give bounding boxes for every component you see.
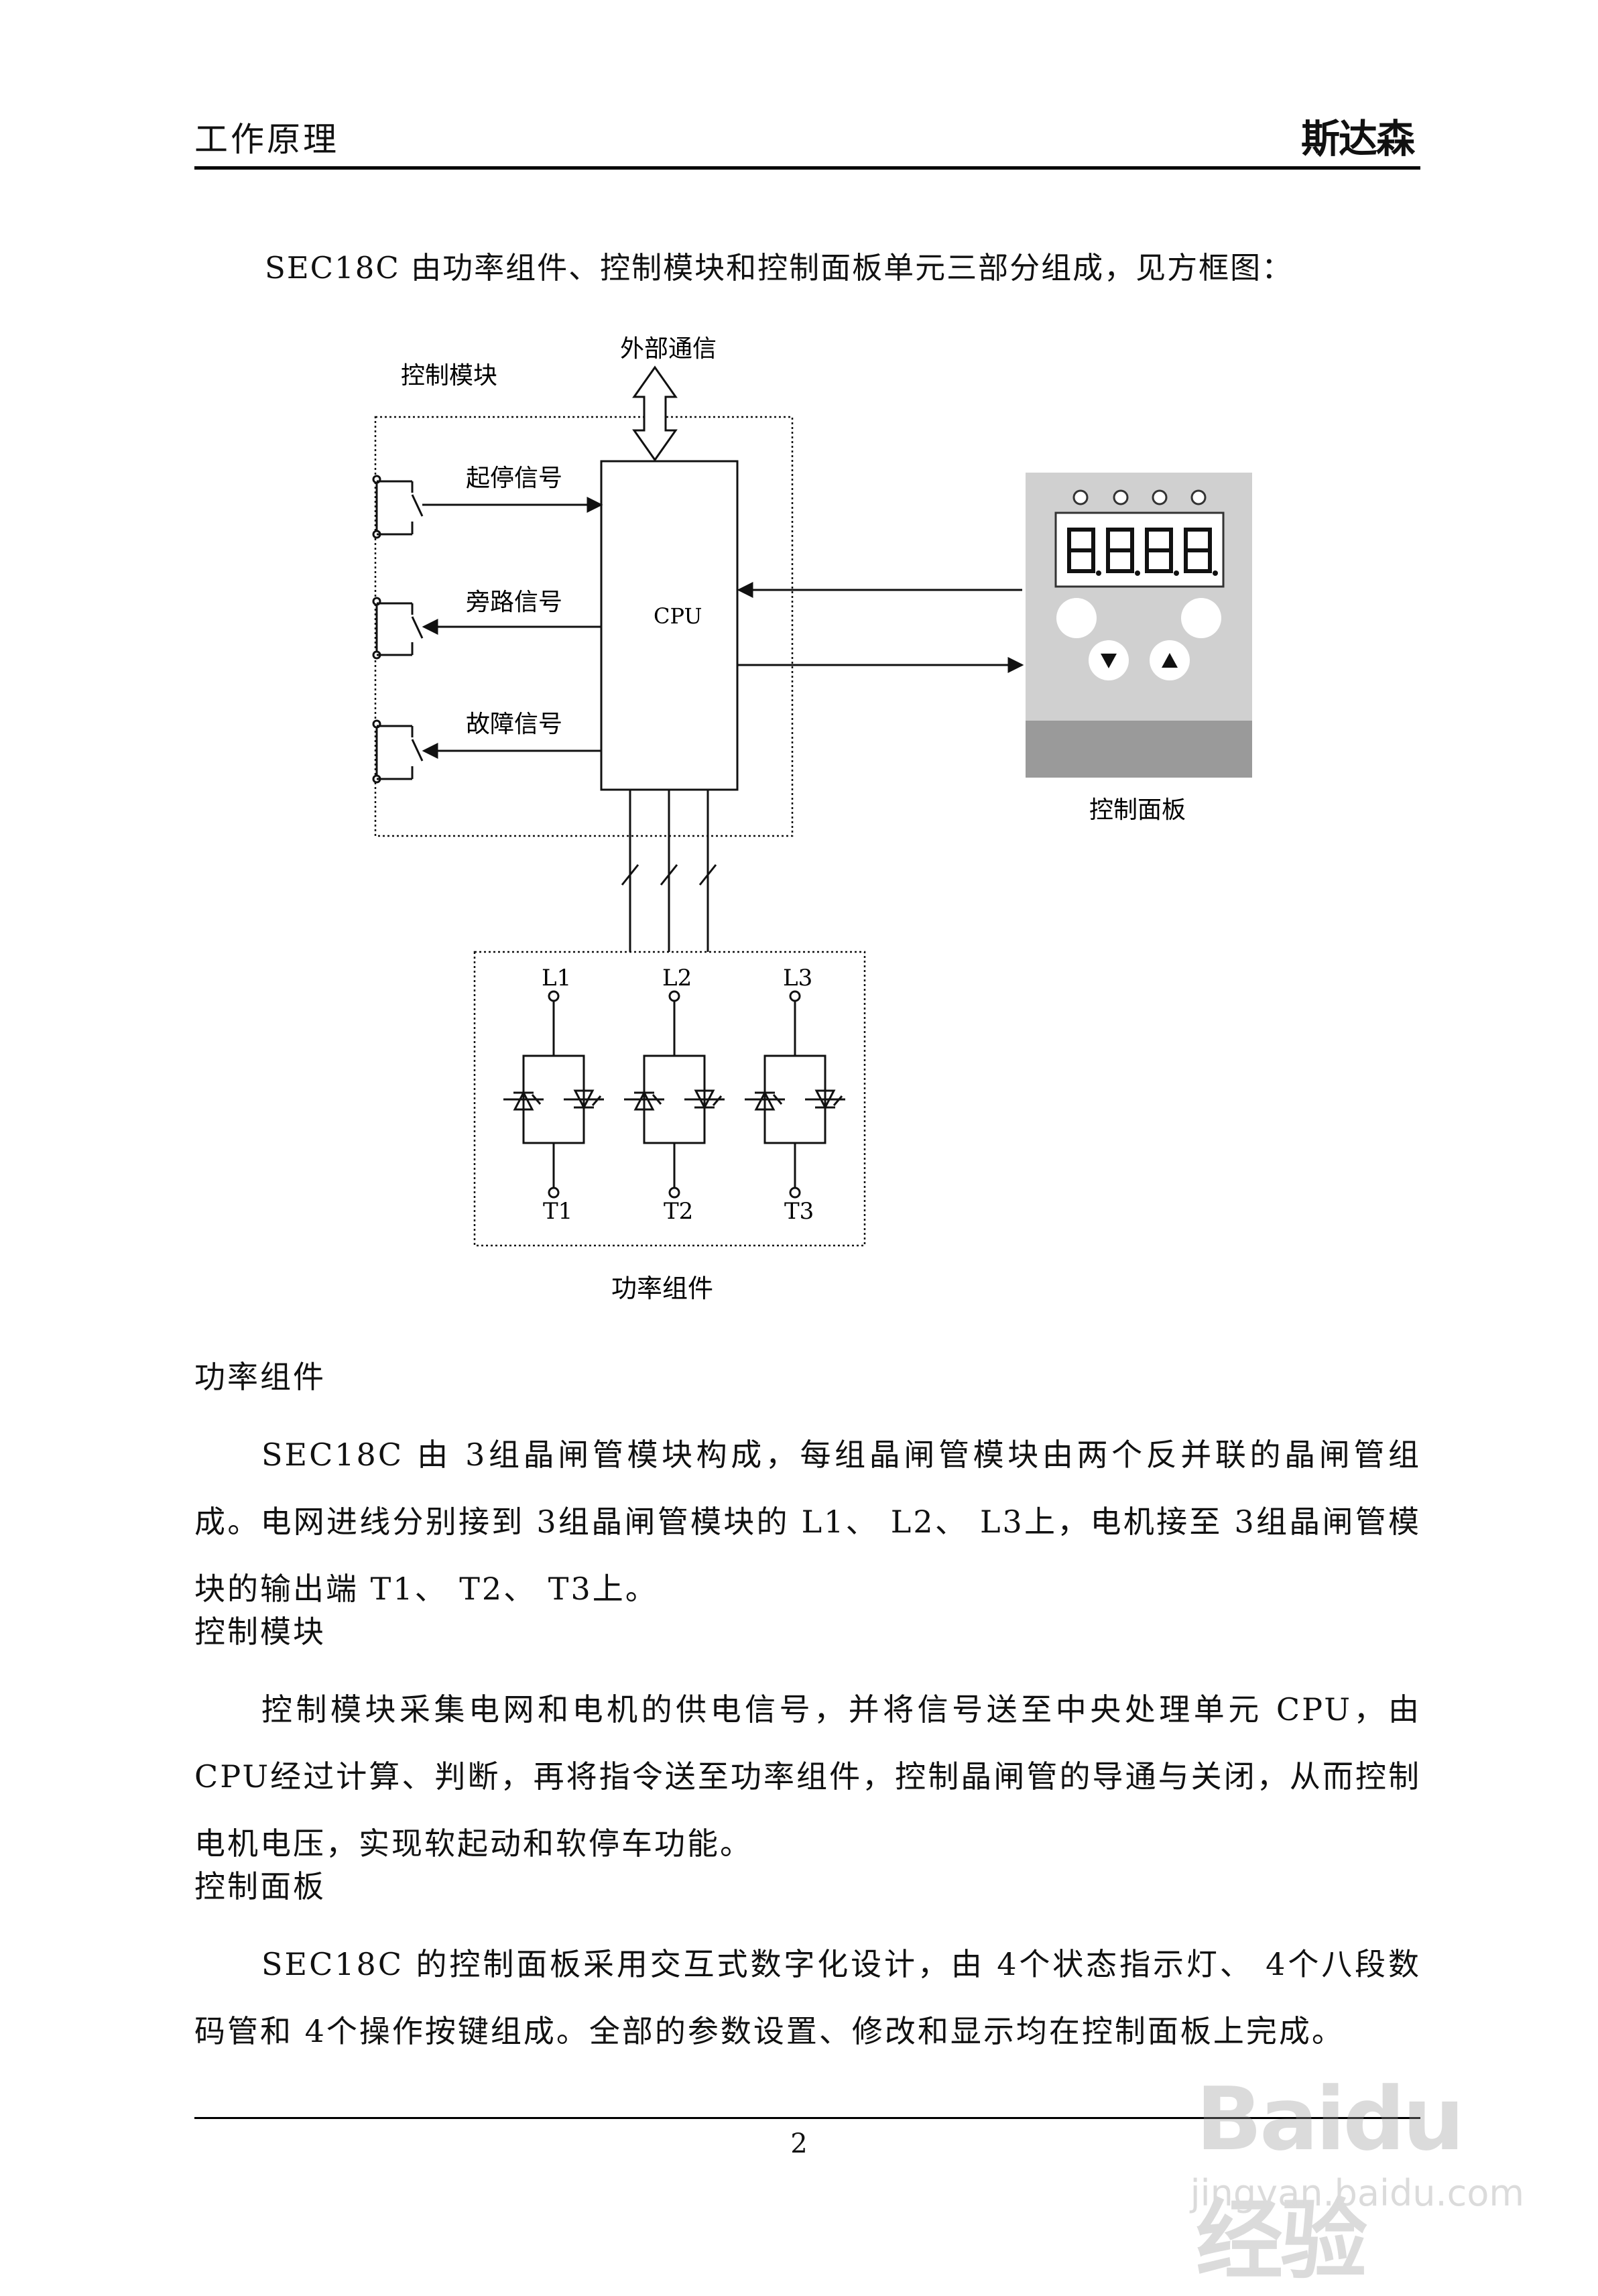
baidu-watermark: Baidu经验 jingyan.baidu.com — [1190, 2041, 1531, 2291]
section-body: SEC18C 的控制面板采用交互式数字化设计，由 4个状态指示灯、 4个八段数码… — [194, 1946, 1421, 2049]
watermark-url: jingyan.baidu.com — [1190, 2172, 1524, 2214]
brand-logo: 斯达森 — [1300, 116, 1415, 162]
section-control-panel: 控制面板 SEC18C 的控制面板采用交互式数字化设计，由 4个状态指示灯、 4… — [194, 1862, 1421, 2065]
relay-bypass — [372, 597, 424, 660]
block-diagram: 控制模块 外部通信 CPU 起停信号 旁路信号 — [372, 335, 1252, 1303]
signal-bypass: 旁路信号 — [466, 589, 562, 616]
cpu-label: CPU — [654, 603, 702, 629]
section-heading: 控制模块 — [194, 1614, 326, 1650]
status-led — [1072, 489, 1089, 505]
up-arrow-icon — [1162, 653, 1178, 668]
diagram-label: L1 — [542, 965, 571, 991]
power-module-label: 功率组件 — [611, 1274, 713, 1303]
thyristor-group-2: L2 T2 — [623, 965, 726, 1225]
intro-text: SEC18C 由功率组件、控制模块和控制面板单元三部分组成，见方框图： — [265, 250, 1294, 286]
external-comm-label: 外部通信 — [620, 335, 717, 363]
thyristor-group-3: L3 T3 — [743, 965, 847, 1225]
footer-divider — [194, 2117, 1420, 2119]
status-led — [1152, 489, 1168, 505]
control-panel — [1026, 473, 1252, 778]
header-divider — [194, 166, 1420, 170]
diagram-label: L2 — [662, 965, 692, 991]
status-led — [1113, 489, 1129, 505]
button-right — [1181, 598, 1221, 638]
diagram-label: T2 — [664, 1198, 693, 1225]
section-body: SEC18C 由 3组晶闸管模块构成，每组晶闸管模块由两个反并联的晶闸管组成。电… — [194, 1437, 1421, 1607]
panel-label: 控制面板 — [1089, 796, 1186, 824]
status-led — [1190, 489, 1207, 505]
external-comm-arrow — [632, 365, 678, 462]
power-module-box — [473, 951, 866, 1247]
diagram-label: L3 — [783, 965, 812, 991]
section-body: 控制模块采集电网和电机的供电信号，并将信号送至中央处理单元 CPU，由 CPU经… — [194, 1691, 1421, 1862]
section-heading: 功率组件 — [194, 1359, 326, 1395]
section-power-module: 功率组件 SEC18C 由 3组晶闸管模块构成，每组晶闸管模块由两个反并联的晶闸… — [194, 1353, 1421, 1622]
section-heading: 控制面板 — [194, 1868, 326, 1905]
relay-start-stop — [372, 475, 424, 539]
thyristor-group-1: L1 T1 — [502, 965, 605, 1225]
signal-fault: 故障信号 — [466, 711, 562, 738]
section-control-module: 控制模块 控制模块采集电网和电机的供电信号，并将信号送至中央处理单元 CPU，由… — [194, 1608, 1421, 1877]
relay-fault — [372, 719, 424, 784]
control-module-label: 控制模块 — [401, 362, 497, 389]
down-arrow-icon — [1101, 654, 1117, 668]
diagram-label: T1 — [543, 1198, 572, 1225]
diagram-label: T3 — [784, 1198, 814, 1225]
page-number: 2 — [790, 2128, 808, 2159]
control-module-box — [374, 416, 794, 837]
header-title: 工作原理 — [194, 120, 339, 159]
signal-start-stop: 起停信号 — [466, 465, 562, 492]
button-left — [1056, 598, 1097, 638]
